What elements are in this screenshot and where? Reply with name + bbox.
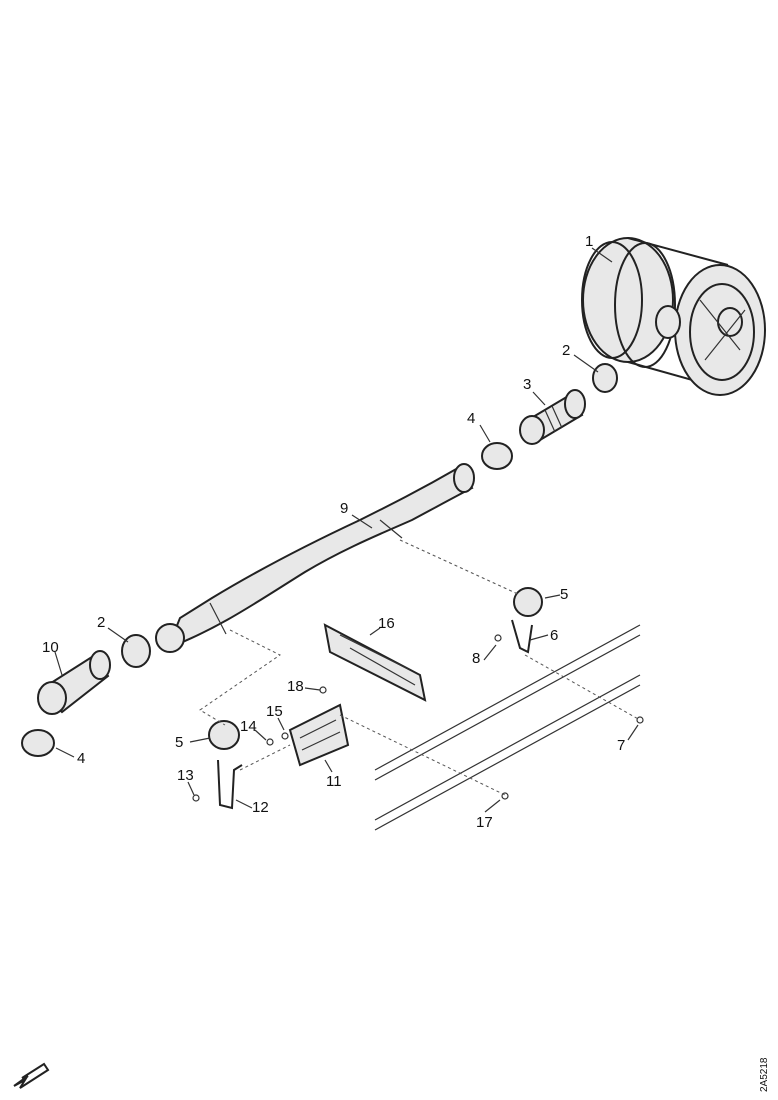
muffler [581, 237, 766, 396]
clamp-ring [481, 442, 513, 470]
clamp-ring [121, 634, 151, 668]
pipe-section [519, 389, 586, 445]
callout-2: 2 [562, 342, 570, 359]
callout-4: 4 [467, 410, 475, 427]
direction-arrow-icon [13, 1062, 50, 1089]
exhaust-pipe [155, 463, 475, 653]
support-plate [319, 623, 427, 702]
callout-3: 3 [523, 376, 531, 393]
left-clamp-bracket [192, 720, 243, 810]
clamp-ring [592, 363, 618, 393]
leader-lines [54, 247, 639, 813]
mount-bracket [266, 703, 350, 767]
callout-10: 10 [42, 639, 59, 656]
callout-13: 13 [177, 767, 194, 784]
right-clamp-bracket [494, 587, 543, 654]
clamp-ring [21, 729, 55, 757]
callout-17: 17 [476, 814, 493, 831]
callout-9: 9 [340, 500, 348, 517]
callout-8: 8 [472, 650, 480, 667]
callout-4: 4 [77, 750, 85, 767]
callout-5: 5 [175, 734, 183, 751]
callout-11: 11 [326, 773, 342, 790]
callout-7: 7 [617, 737, 625, 754]
callout-16: 16 [378, 615, 395, 632]
frame-rails [374, 624, 641, 831]
callout-6: 6 [550, 627, 558, 644]
tail-pipe [37, 650, 111, 715]
callout-18: 18 [287, 678, 304, 695]
callout-2: 2 [97, 614, 105, 631]
alignment-lines [199, 539, 641, 796]
drawing-code: 2A5218 [759, 1057, 770, 1092]
callout-12: 12 [252, 799, 269, 816]
callout-15: 15 [266, 703, 283, 720]
callout-1: 1 [585, 233, 593, 250]
callout-5: 5 [560, 586, 568, 603]
bolts [501, 716, 644, 800]
callout-14: 14 [240, 718, 257, 735]
